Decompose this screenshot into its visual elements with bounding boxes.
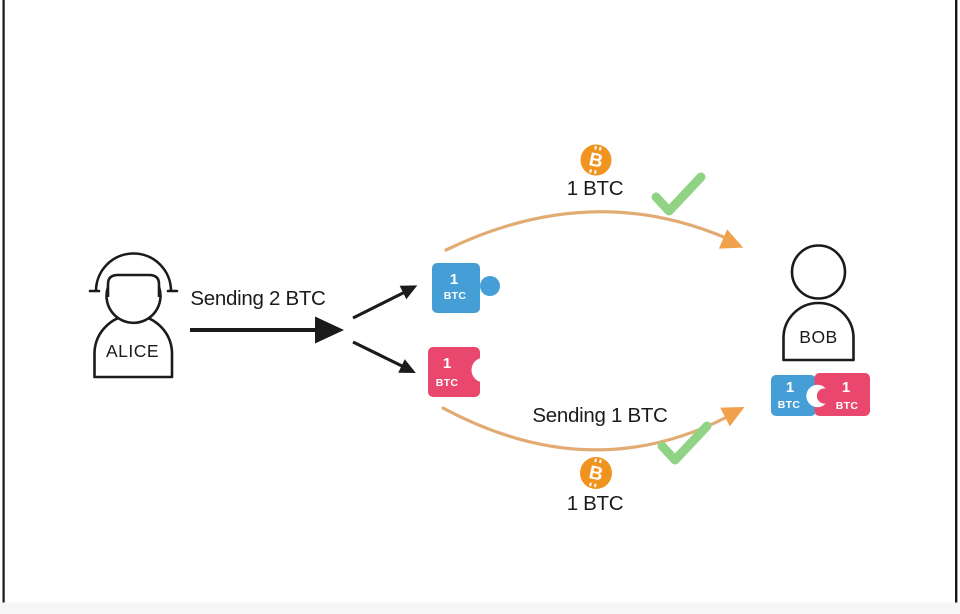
send1-label: Sending 1 BTC: [532, 404, 668, 427]
bob-blue-piece-body: [771, 375, 816, 416]
blue-piece-body: [432, 263, 480, 313]
top-coin-circle: [580, 144, 612, 176]
pink-piece-notch: [471, 357, 497, 383]
bottom-coin-symbol: B: [587, 462, 605, 485]
pink-piece-body: [428, 347, 480, 397]
bottom-bitcoin-icon: B: [580, 457, 612, 489]
top-arc-line: [444, 210, 728, 252]
pink-piece-unit: BTC: [436, 377, 459, 389]
bob-pink-piece-body: [814, 373, 870, 416]
coin-prong: [598, 459, 602, 464]
top-coin-symbol: B: [587, 149, 605, 172]
puzzle-piece-blue: 1 BTC: [432, 263, 500, 313]
bob-pink-piece-value: 1: [842, 379, 850, 396]
bob-blue-piece-value: 1: [786, 379, 794, 396]
frame-left-edge: [2, 0, 5, 603]
alice-figure: ALICE: [88, 252, 179, 379]
bottom-arc-line: [441, 406, 729, 452]
top-amount-label: 1 BTC: [567, 177, 624, 200]
send2-label: Sending 2 BTC: [190, 287, 326, 310]
pink-piece-value: 1: [443, 355, 451, 372]
frame-bottom-strip: [0, 602, 960, 614]
coin-prong: [594, 458, 597, 463]
coin-prong: [593, 483, 597, 488]
coin-prong: [598, 146, 602, 151]
fork-upper-line: [352, 290, 406, 320]
blue-piece-unit: BTC: [444, 290, 467, 302]
puzzle-pieces-joined: 1 BTC 1 BTC: [771, 373, 870, 416]
fork-lower-line: [352, 340, 404, 368]
puzzle-piece-pink: 1 BTC: [428, 347, 497, 397]
bob-label: BOB: [799, 327, 837, 347]
joint-knob: [816, 388, 833, 404]
top-arc-arrowhead-icon: [718, 229, 744, 249]
bottom-coin-circle: [580, 457, 612, 489]
coin-prong: [589, 169, 592, 173]
fork-upper-arrowhead-icon: [399, 285, 418, 300]
alice-fringe: [106, 273, 161, 297]
send2-arrowhead-icon: [315, 316, 344, 344]
bob-head: [790, 244, 847, 300]
frame-right-edge: [955, 0, 958, 605]
blue-piece-knob: [480, 276, 500, 296]
top-bitcoin-icon: B: [580, 144, 612, 176]
coin-prong: [593, 170, 597, 174]
bottom-arc-arrowhead-icon: [720, 407, 745, 427]
coin-prong: [594, 145, 597, 150]
fork-lower-arrowhead-icon: [398, 359, 416, 374]
bob-figure: BOB: [782, 244, 855, 362]
coin-prong: [589, 482, 592, 487]
bottom-amount-label: 1 BTC: [567, 492, 624, 515]
blue-piece-value: 1: [450, 271, 458, 288]
bottom-checkmark-icon: [657, 421, 712, 465]
top-checkmark-icon: [651, 172, 706, 216]
alice-label: ALICE: [106, 341, 159, 361]
bob-pink-piece-unit: BTC: [836, 400, 859, 412]
bob-blue-piece-unit: BTC: [778, 399, 801, 411]
bob-body: [782, 301, 855, 362]
